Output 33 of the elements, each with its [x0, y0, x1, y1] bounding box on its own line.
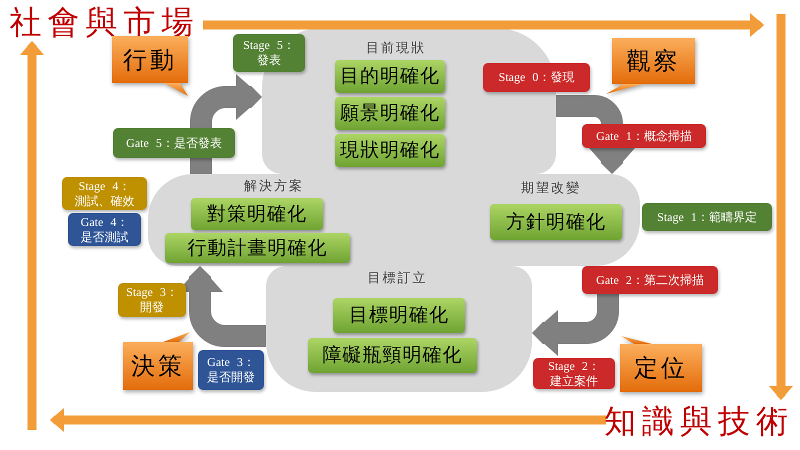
- task-box: 現狀明確化: [335, 134, 445, 167]
- cloud-heading: 期望改變: [520, 180, 582, 197]
- task-box: 目的明確化: [335, 60, 445, 93]
- task-box: 願景明確化: [335, 97, 445, 130]
- stage-box: Stage 0：發現: [483, 63, 590, 92]
- cloud-shape: [148, 174, 400, 266]
- stage-box: Gate 2：第二次掃描: [582, 266, 718, 294]
- stage-box: Stage 5：發表: [233, 34, 305, 72]
- band-segment: [190, 158, 212, 174]
- long-arrow: [50, 408, 606, 432]
- stage-box: Stage 2：建立案件: [533, 358, 615, 389]
- corner-label: 知識與技術: [606, 400, 792, 442]
- arrow: [589, 148, 635, 174]
- stage-box: Gate 4：是否測試: [68, 213, 141, 246]
- stage-box: Gate 3：是否開發: [198, 350, 264, 390]
- task-box: 障礙瓶頸明確化: [308, 338, 477, 373]
- stage-box: Stage 3：開發: [118, 283, 186, 317]
- cloud-shape: [266, 266, 532, 392]
- stage-box: Gate 1：概念掃描: [582, 124, 706, 148]
- long-arrow: [20, 41, 44, 430]
- cloud-heading: 解決方案: [243, 178, 305, 195]
- stage-box: Stage 4：測試、確效: [62, 177, 147, 210]
- task-box: 方針明確化: [490, 204, 622, 240]
- cloud-shape: [400, 174, 640, 266]
- task-box: 目標明確化: [333, 298, 465, 333]
- stage-box: Gate 5：是否發表: [113, 128, 235, 158]
- long-arrow: [769, 14, 793, 400]
- cloud-heading: 目標訂立: [366, 270, 428, 287]
- long-arrow: [203, 13, 764, 37]
- stage-box: Stage 1：範疇界定: [642, 203, 772, 231]
- task-box: 行動計畫明確化: [165, 233, 350, 263]
- task-box: 對策明確化: [191, 198, 323, 230]
- cloud-heading: 目前現狀: [365, 40, 427, 57]
